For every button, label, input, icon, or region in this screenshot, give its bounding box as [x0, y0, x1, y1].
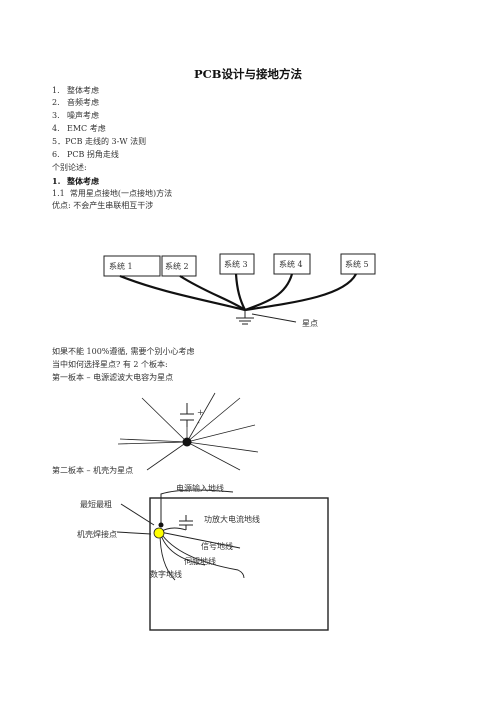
- chassis-pointer: [116, 531, 152, 535]
- system-label-5: 系统 5: [345, 259, 369, 269]
- system-box-1: [103, 255, 161, 277]
- capacitor-minus: -: [197, 418, 200, 427]
- subsection-heading: 1.1 常用星点接地(一点接地)方法: [52, 189, 173, 198]
- star-node-dot: [182, 437, 192, 447]
- toc-item: 6.PCB 拐角走线: [52, 150, 119, 159]
- toc-item: 2.音频考虑: [52, 98, 99, 107]
- note-line: 如果不能 100%遵循, 需要个别小心考虑: [52, 347, 195, 356]
- shortest-thickest-label: 最短最粗: [80, 499, 112, 509]
- star-point-label: 星点: [302, 319, 318, 328]
- amp-capacitor-symbol: [179, 515, 193, 530]
- note-line: 当中如何选择星点? 有 2 个板本:: [52, 360, 168, 369]
- digital-ground-label: 数字地线: [150, 569, 182, 579]
- chassis-outline: [149, 497, 329, 631]
- section-heading: 1.整体考虑: [52, 176, 99, 186]
- system-label-3: 系统 3: [224, 259, 248, 269]
- amp-ground-label: 功放大电流地线: [204, 514, 260, 524]
- star-pointer-line: [251, 313, 297, 323]
- capacitor-plus: +: [197, 408, 204, 417]
- advantage-text: 优点: 不会产生串联相互干涉: [52, 201, 154, 210]
- toc-item: 3.噪声考虑: [52, 111, 99, 120]
- power-input-dot: [158, 522, 164, 528]
- shortest-pointer: [120, 503, 155, 526]
- page-title: PCB设计与接地方法: [193, 67, 303, 81]
- ground-symbol: [236, 310, 297, 325]
- servo-ground-label: 伺服地线: [184, 556, 216, 566]
- second-version-label: 第二板本 – 机壳为星点: [52, 466, 134, 475]
- signal-ground-label: 信号地线: [201, 541, 233, 551]
- system-label-2: 系统 2: [165, 261, 189, 271]
- power-input-label: 电源输入地线: [176, 483, 224, 493]
- system-box-5: [340, 253, 376, 275]
- toc-item: 5．PCB 走线的 3-W 法则: [52, 137, 147, 146]
- radial-wires: [117, 392, 259, 471]
- ground-wires: [119, 273, 357, 312]
- system-box-2: [161, 255, 197, 277]
- power-input-wire: [160, 489, 234, 525]
- chassis-point-label: 机壳焊接点: [77, 529, 117, 539]
- chassis-weld-point: [153, 527, 165, 539]
- system-label-4: 系统 4: [279, 259, 303, 269]
- note-line: 第一板本 – 电源滤波大电容为星点: [52, 373, 174, 382]
- toc-item: 4.EMC 考虑: [52, 124, 106, 133]
- capacitor-symbol: [180, 403, 194, 427]
- discussion-label: 个别论述:: [52, 163, 87, 172]
- system-label-1: 系统 1: [109, 261, 133, 271]
- toc-item: 1.整体考虑: [52, 86, 99, 95]
